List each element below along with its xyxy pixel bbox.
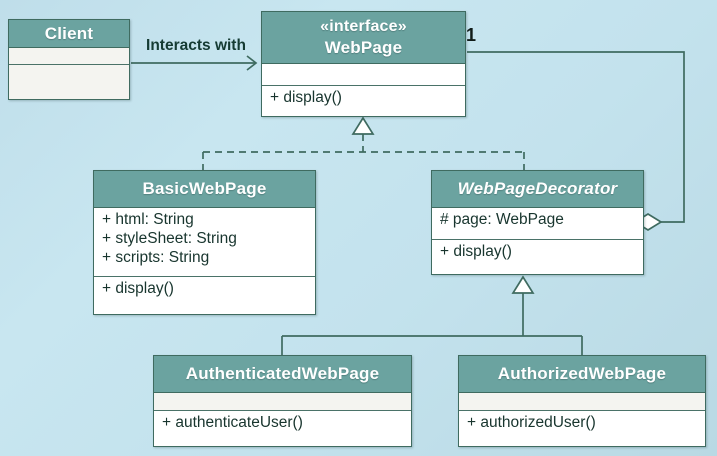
class-methods-webpage: + display(): [262, 85, 465, 116]
class-name-client: Client: [44, 23, 94, 43]
class-methods-authenticatedwebpage: + authenticateUser(): [154, 410, 411, 446]
edge-generalization-tree: [281, 275, 583, 355]
class-header-webpagedecorator: WebPageDecorator: [432, 171, 643, 208]
class-methods-basicwebpage: + display(): [94, 276, 315, 314]
class-stereotype-webpage: «interface»: [320, 18, 407, 35]
class-name-webpage: WebPage: [324, 38, 403, 57]
class-box-webpage[interactable]: «interface» WebPage + display(): [261, 11, 466, 117]
class-attributes-webpage: [262, 64, 465, 85]
class-attributes-client: [9, 48, 129, 64]
class-box-authenticatedwebpage[interactable]: AuthenticatedWebPage + authenticateUser(…: [153, 355, 412, 447]
association-label-interacts-with: Interacts with: [146, 37, 246, 54]
class-name-authenticatedwebpage: AuthenticatedWebPage: [185, 364, 380, 383]
class-header-authorizedwebpage: AuthorizedWebPage: [459, 356, 705, 393]
method-authenticatedwebpage-authenticateuser: + authenticateUser(): [162, 414, 303, 431]
method-basicwebpage-display: + display(): [102, 280, 174, 297]
class-header-webpage: «interface» WebPage: [262, 12, 465, 64]
method-authorizedwebpage-authorizeduser: + authorizedUser(): [467, 414, 596, 431]
attribute-basicwebpage-scripts: + scripts: String: [102, 249, 210, 266]
class-methods-client: [9, 64, 129, 99]
class-header-basicwebpage: BasicWebPage: [94, 171, 315, 208]
edge-realization-tree: [202, 116, 525, 170]
class-attributes-authorizedwebpage: [459, 393, 705, 410]
attribute-webpagedecorator-page: # page: WebPage: [440, 211, 564, 228]
method-webpage-display: + display(): [270, 89, 342, 106]
class-header-authenticatedwebpage: AuthenticatedWebPage: [154, 356, 411, 393]
class-methods-authorizedwebpage: + authorizedUser(): [459, 410, 705, 446]
class-box-client[interactable]: Client: [8, 19, 130, 100]
class-attributes-basicwebpage: + html: String + styleSheet: String + sc…: [94, 208, 315, 276]
class-attributes-authenticatedwebpage: [154, 393, 411, 410]
attribute-basicwebpage-stylesheet: + styleSheet: String: [102, 230, 237, 247]
method-webpagedecorator-display: + display(): [440, 243, 512, 260]
class-name-basicwebpage: BasicWebPage: [142, 179, 267, 198]
class-methods-webpagedecorator: + display(): [432, 239, 643, 274]
attribute-basicwebpage-html: + html: String: [102, 211, 194, 228]
class-name-webpagedecorator: WebPageDecorator: [457, 179, 618, 198]
class-box-webpagedecorator[interactable]: WebPageDecorator # page: WebPage + displ…: [431, 170, 644, 275]
class-header-client: Client: [9, 20, 129, 48]
class-box-authorizedwebpage[interactable]: AuthorizedWebPage + authorizedUser(): [458, 355, 706, 447]
class-box-basicwebpage[interactable]: BasicWebPage + html: String + styleSheet…: [93, 170, 316, 315]
class-attributes-webpagedecorator: # page: WebPage: [432, 208, 643, 239]
class-name-authorizedwebpage: AuthorizedWebPage: [497, 364, 667, 383]
edge-client-uses-webpage: [131, 55, 258, 71]
multiplicity-label-one: 1: [466, 25, 477, 45]
